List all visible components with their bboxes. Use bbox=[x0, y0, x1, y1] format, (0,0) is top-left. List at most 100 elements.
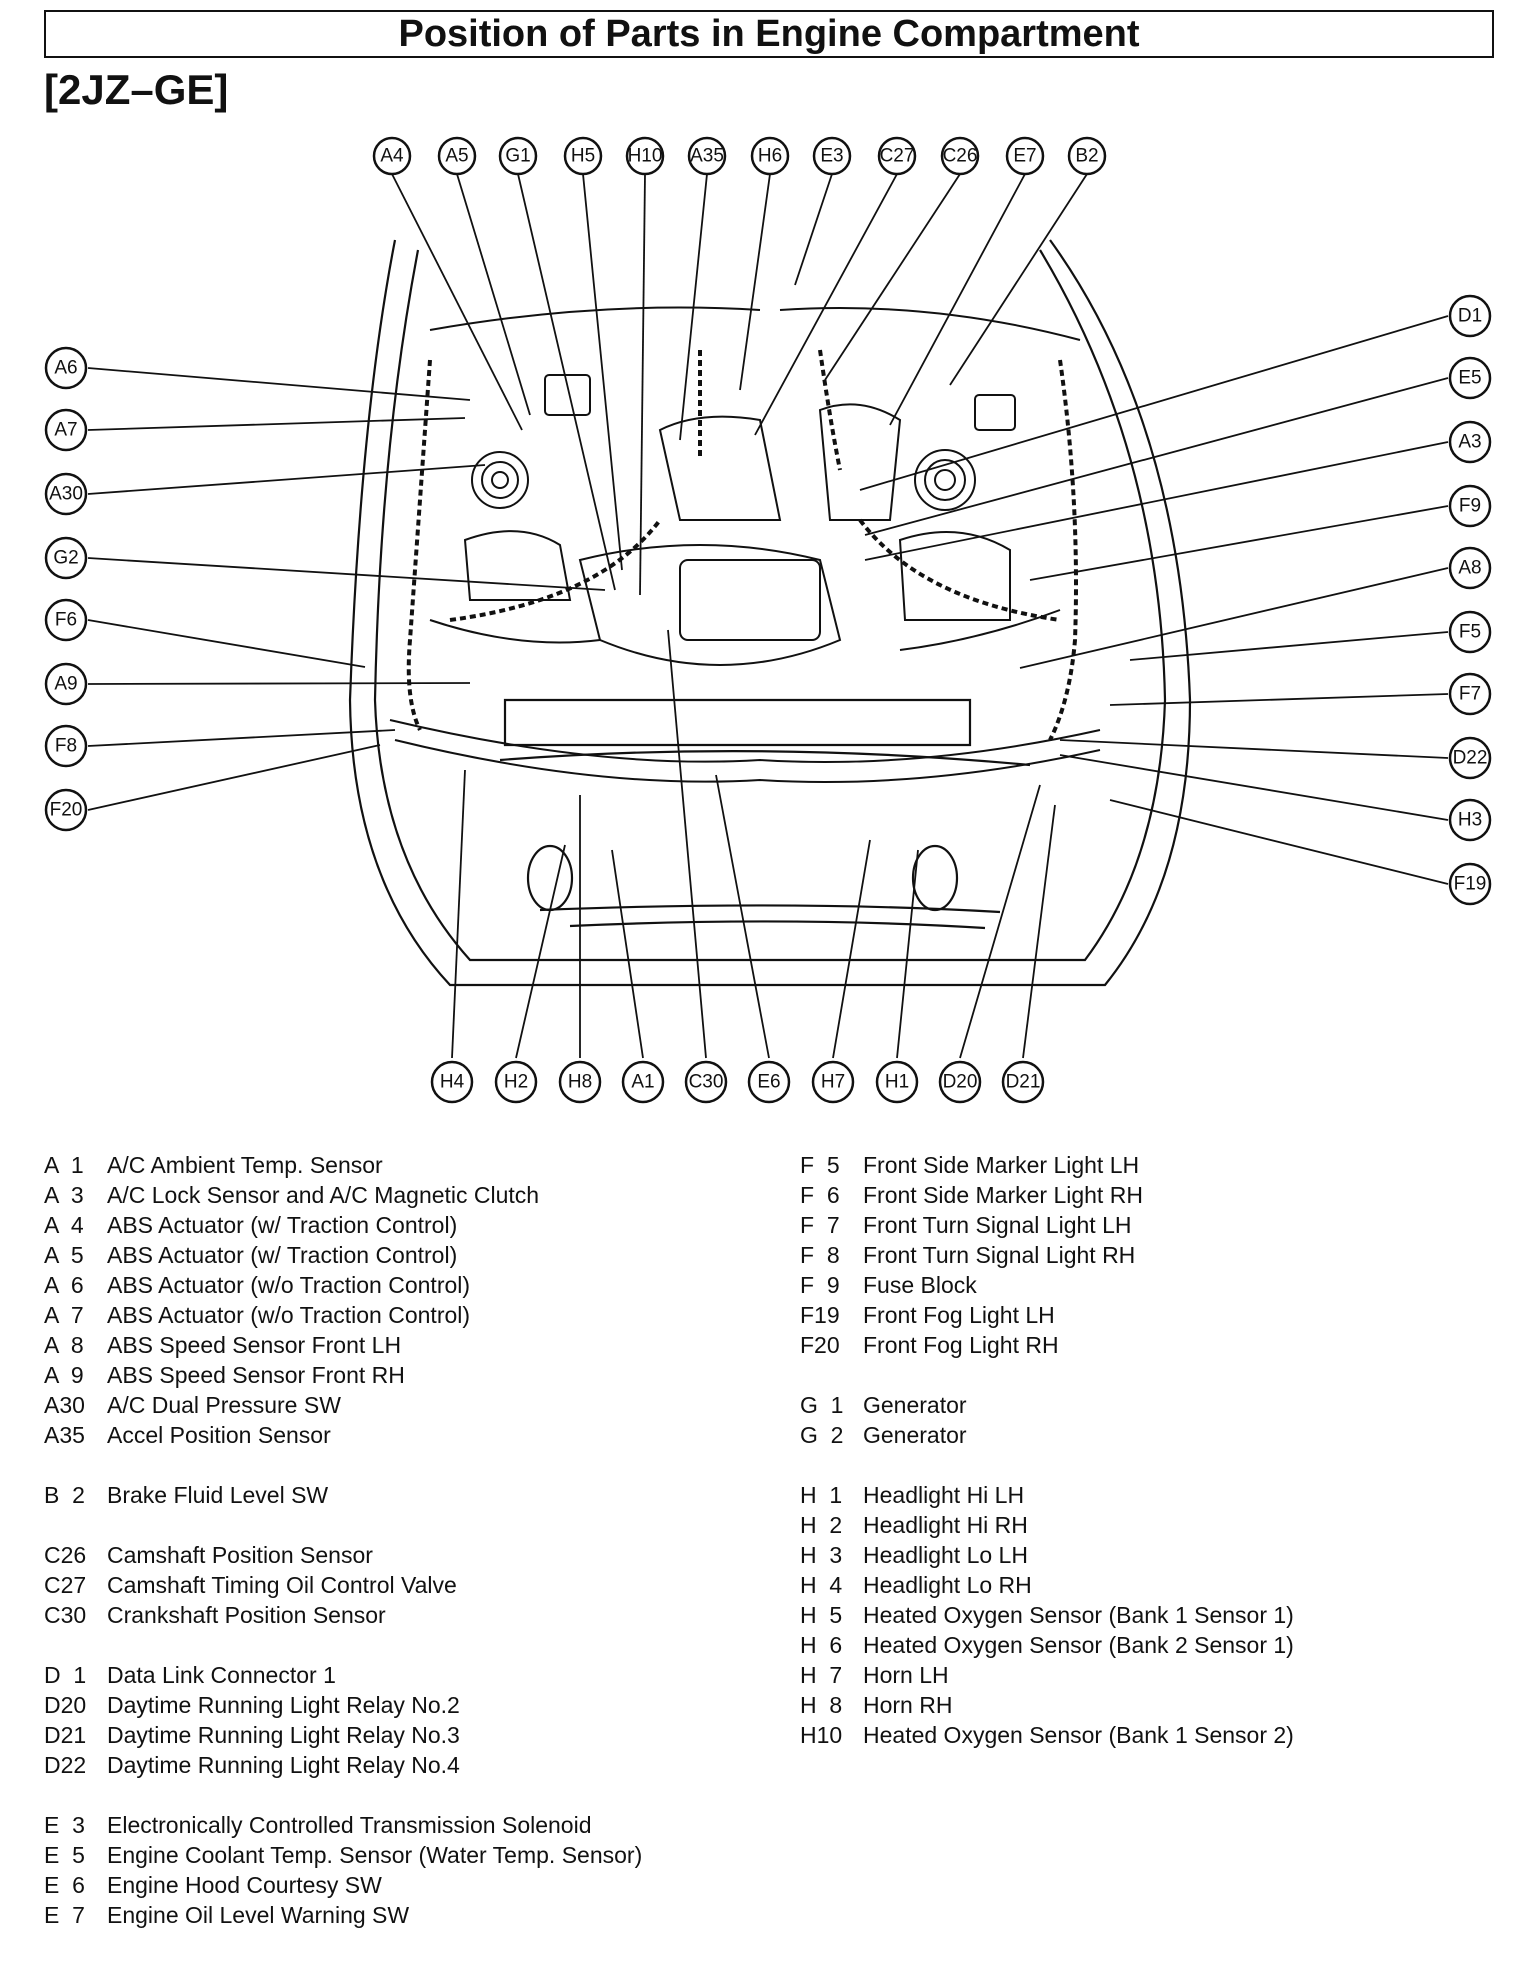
engine-compartment-diagram: A4 A5 G1 H5 H10 A35 H6 E3 C27 C26 E7 B2 … bbox=[44, 136, 1492, 1104]
legend-spacer bbox=[44, 1510, 642, 1540]
page-title: Position of Parts in Engine Compartment bbox=[44, 10, 1494, 58]
callout-A3: A3 bbox=[1448, 420, 1492, 464]
svg-text:H3: H3 bbox=[1458, 810, 1482, 831]
legend-item-name: Daytime Running Light Relay No.2 bbox=[107, 1692, 460, 1718]
legend-item-code: H 2 bbox=[800, 1512, 843, 1538]
legend-item-name: A/C Dual Pressure SW bbox=[107, 1392, 341, 1418]
legend-item-name: ABS Actuator (w/o Traction Control) bbox=[107, 1272, 471, 1298]
svg-text:D20: D20 bbox=[943, 1072, 978, 1093]
callout-F7: F7 bbox=[1448, 672, 1492, 716]
legend-item-code: F 9 bbox=[800, 1272, 840, 1298]
svg-text:F20: F20 bbox=[50, 800, 83, 821]
legend-item-code: F19 bbox=[800, 1302, 840, 1328]
legend-item-code: A30 bbox=[44, 1392, 85, 1418]
legend-item-name: Engine Oil Level Warning SW bbox=[107, 1902, 410, 1928]
svg-text:A3: A3 bbox=[1458, 432, 1481, 453]
legend-item-code: H 4 bbox=[800, 1572, 843, 1598]
legend-item-code: A 8 bbox=[44, 1332, 84, 1358]
legend-item-name: A/C Ambient Temp. Sensor bbox=[107, 1152, 383, 1178]
svg-text:H1: H1 bbox=[885, 1072, 909, 1093]
svg-text:F6: F6 bbox=[55, 610, 77, 631]
svg-text:E7: E7 bbox=[1013, 146, 1036, 167]
svg-text:G1: G1 bbox=[505, 146, 530, 167]
callout-F8: F8 bbox=[44, 724, 88, 768]
callout-H2: H2 bbox=[494, 1060, 538, 1104]
legend-item-name: Heated Oxygen Sensor (Bank 1 Sensor 2) bbox=[863, 1722, 1294, 1748]
callout-E7: E7 bbox=[1005, 136, 1045, 176]
legend-item-name: Horn RH bbox=[863, 1692, 953, 1718]
legend-item-name: Daytime Running Light Relay No.4 bbox=[107, 1752, 460, 1778]
legend-item-name: Front Side Marker Light LH bbox=[863, 1152, 1140, 1178]
legend-item-code: F 8 bbox=[800, 1242, 840, 1268]
svg-text:H8: H8 bbox=[568, 1072, 592, 1093]
legend-item: F 8 Front Turn Signal Light RH bbox=[800, 1240, 1294, 1270]
legend-item-code: F 6 bbox=[800, 1182, 840, 1208]
svg-text:H7: H7 bbox=[821, 1072, 845, 1093]
legend-item-name: Front Fog Light RH bbox=[863, 1332, 1059, 1358]
svg-text:B2: B2 bbox=[1075, 146, 1098, 167]
legend-item-code: A 7 bbox=[44, 1302, 84, 1328]
svg-text:H5: H5 bbox=[571, 146, 595, 167]
vehicle-body-outline bbox=[348, 239, 1192, 987]
legend-item-code: F 7 bbox=[800, 1212, 840, 1238]
legend-item-name: Heated Oxygen Sensor (Bank 1 Sensor 1) bbox=[863, 1602, 1294, 1628]
legend-item: H 6 Heated Oxygen Sensor (Bank 2 Sensor 1… bbox=[800, 1630, 1294, 1660]
svg-text:F7: F7 bbox=[1459, 684, 1481, 705]
legend-item-code: D21 bbox=[44, 1722, 87, 1748]
callout-H6: H6 bbox=[750, 136, 790, 176]
legend-item-name: ABS Actuator (w/ Traction Control) bbox=[107, 1212, 458, 1238]
legend-spacer bbox=[44, 1630, 642, 1660]
legend-item-name: Horn LH bbox=[863, 1662, 949, 1688]
legend-item-code: D20 bbox=[44, 1692, 87, 1718]
legend-spacer bbox=[800, 1360, 1294, 1390]
callout-F6: F6 bbox=[44, 598, 88, 642]
svg-text:A30: A30 bbox=[49, 484, 83, 505]
legend-item-name: Headlight Lo LH bbox=[863, 1542, 1028, 1568]
legend-item-name: ABS Speed Sensor Front RH bbox=[107, 1362, 405, 1388]
svg-text:E3: E3 bbox=[820, 146, 843, 167]
callout-F19: F19 bbox=[1448, 862, 1492, 906]
svg-text:A6: A6 bbox=[54, 358, 77, 379]
svg-text:G2: G2 bbox=[53, 548, 78, 569]
legend-item-code: H 6 bbox=[800, 1632, 843, 1658]
legend-item: A30 A/C Dual Pressure SW bbox=[44, 1390, 642, 1420]
svg-text:F5: F5 bbox=[1459, 622, 1481, 643]
legend-item-code: H10 bbox=[800, 1722, 843, 1748]
legend-item-code: A 5 bbox=[44, 1242, 84, 1268]
callout-A4: A4 bbox=[372, 136, 412, 176]
legend-item-code: G 2 bbox=[800, 1422, 844, 1448]
legend-item-name: ABS Speed Sensor Front LH bbox=[107, 1332, 402, 1358]
callout-A35: A35 bbox=[687, 136, 727, 176]
legend-item-name: Brake Fluid Level SW bbox=[107, 1482, 329, 1508]
svg-text:F9: F9 bbox=[1459, 496, 1481, 517]
callout-H4: H4 bbox=[430, 1060, 474, 1104]
legend-item-name: Front Turn Signal Light RH bbox=[863, 1242, 1136, 1268]
callout-A7: A7 bbox=[44, 408, 88, 452]
callout-E3: E3 bbox=[812, 136, 852, 176]
callout-E6: E6 bbox=[747, 1060, 791, 1104]
legend-item-code: A 6 bbox=[44, 1272, 84, 1298]
legend-item-name: Heated Oxygen Sensor (Bank 2 Sensor 1) bbox=[863, 1632, 1294, 1658]
legend-item-name: Engine Coolant Temp. Sensor (Water Temp.… bbox=[107, 1842, 643, 1868]
legend-item-code: H 7 bbox=[800, 1662, 843, 1688]
svg-text:A8: A8 bbox=[1458, 558, 1481, 579]
svg-text:A4: A4 bbox=[380, 146, 404, 167]
callout-A9: A9 bbox=[44, 662, 88, 706]
legend-item-code: C30 bbox=[44, 1602, 87, 1628]
svg-text:H2: H2 bbox=[504, 1072, 528, 1093]
svg-text:E5: E5 bbox=[1458, 368, 1481, 389]
